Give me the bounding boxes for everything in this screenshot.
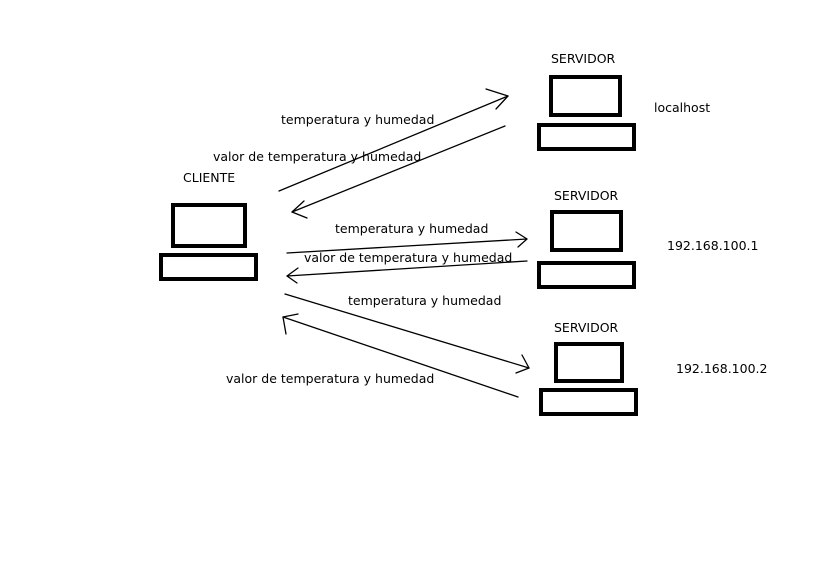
response-label-localhost: valor de temperatura y humedad (213, 149, 422, 164)
server-2-base (539, 388, 638, 416)
client-label: CLIENTE (183, 170, 236, 185)
server-2-address: 192.168.100.2 (676, 361, 768, 376)
request-label-localhost: temperatura y humedad (281, 112, 435, 127)
request-arrow-server-2 (284, 293, 530, 374)
request-label-server-2: temperatura y humedad (348, 293, 502, 308)
request-label-server-1: temperatura y humedad (335, 221, 489, 236)
server-1-label: SERVIDOR (554, 188, 619, 203)
response-arrow-server-1 (286, 260, 528, 284)
server-1-address: 192.168.100.1 (667, 238, 759, 253)
server-1-monitor (550, 210, 623, 252)
server-localhost-base (537, 123, 636, 151)
client-base (159, 253, 258, 281)
server-localhost-address: localhost (654, 100, 711, 115)
server-localhost-label: SERVIDOR (551, 51, 616, 66)
request-arrow-localhost (278, 88, 509, 192)
server-1-base (537, 261, 636, 289)
server-localhost-monitor (549, 75, 622, 117)
response-arrow-localhost (291, 125, 506, 219)
client-monitor (171, 203, 247, 248)
response-label-server-2: valor de temperatura y humedad (226, 371, 435, 386)
response-arrow-server-2 (282, 313, 519, 398)
request-arrow-server-1 (286, 231, 528, 254)
response-label-server-1: valor de temperatura y humedad (304, 250, 513, 265)
server-2-monitor (554, 342, 624, 383)
server-2-label: SERVIDOR (554, 320, 619, 335)
